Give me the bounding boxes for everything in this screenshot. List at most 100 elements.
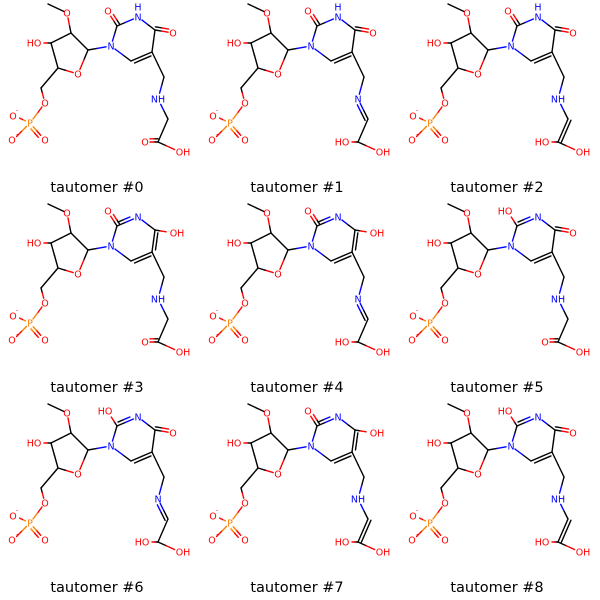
bond (464, 469, 474, 474)
tautomer-caption: tautomer #5 (450, 380, 543, 396)
bond (18, 317, 24, 321)
ring-oxygen: O (474, 69, 481, 80)
bond (311, 432, 316, 442)
bond (279, 258, 285, 271)
bond (496, 246, 507, 250)
bond (418, 117, 424, 121)
bond (154, 229, 162, 232)
bond (323, 416, 331, 421)
bond (110, 215, 115, 222)
bond (457, 67, 467, 71)
bond (41, 292, 45, 299)
bond (448, 267, 459, 279)
bond (114, 48, 124, 56)
bond (215, 130, 223, 138)
bond (151, 251, 159, 266)
bond (330, 455, 343, 462)
bond (57, 67, 67, 71)
bond (40, 277, 51, 289)
bond (130, 55, 143, 62)
bond (68, 424, 72, 434)
bond (554, 226, 563, 229)
ring-oxygen: O (74, 269, 81, 280)
ring-nitrogen: N (507, 41, 514, 52)
charge-label: - (416, 130, 419, 138)
tautomer-caption: tautomer #0 (50, 180, 143, 196)
ring-nitrogen: N (107, 241, 114, 252)
bond (432, 126, 438, 132)
bond (340, 51, 353, 58)
phosphate-ester-oxygen: O (241, 98, 248, 109)
bond (236, 530, 242, 536)
bond (433, 532, 439, 539)
bond (241, 92, 245, 99)
bond (154, 240, 158, 251)
phosphate-ester-oxygen: O (441, 498, 448, 509)
phosphate-oxygen: O (441, 135, 448, 146)
bond (496, 46, 507, 50)
carbonyl-oxygen: O (569, 428, 576, 439)
bond (330, 55, 343, 62)
bond (270, 432, 281, 443)
bond (250, 437, 262, 444)
imine-nitrogen: N (354, 94, 361, 105)
bond (117, 218, 125, 223)
bond (314, 25, 318, 35)
phosphate-ester-oxygen: O (41, 98, 48, 109)
charge-label: - (416, 306, 419, 314)
bond (436, 130, 442, 136)
phosphate-ester-oxygen: O (41, 498, 48, 509)
bond (316, 221, 326, 227)
bond (40, 77, 51, 89)
bond (324, 218, 335, 224)
bond (162, 318, 169, 332)
bond (157, 541, 167, 547)
amine-label: NH (351, 494, 365, 505)
bond (47, 203, 65, 213)
bond (356, 304, 362, 314)
bond (557, 63, 565, 78)
bond (460, 432, 472, 439)
bond (561, 476, 565, 486)
bond (554, 29, 563, 32)
bond (250, 37, 262, 44)
bond (360, 111, 366, 122)
hydroxyl-label: OH (170, 228, 185, 239)
bond (430, 528, 436, 534)
bond (354, 229, 362, 232)
bond (248, 267, 259, 279)
bond (15, 330, 23, 338)
bond (317, 218, 325, 223)
bond (361, 476, 365, 486)
bond (347, 224, 356, 231)
bond (155, 232, 159, 243)
bond (470, 32, 481, 43)
bond (357, 141, 367, 147)
ring-nitrogen: N (134, 12, 141, 23)
bond (524, 418, 535, 424)
bond (230, 128, 236, 134)
bond (36, 130, 42, 136)
hydroxyl-label: OH (576, 547, 591, 558)
bond (312, 413, 318, 421)
bond (114, 425, 118, 435)
phosphorus-atom: P (227, 518, 233, 529)
bond (111, 232, 116, 242)
bond (151, 440, 155, 453)
bond (36, 506, 43, 514)
hydroxyl-label: HO (498, 206, 513, 217)
bond (557, 463, 565, 478)
bond (561, 76, 565, 86)
bond (68, 224, 72, 234)
bond (220, 325, 228, 333)
bond (313, 20, 318, 27)
methoxy-oxygen: O (463, 408, 470, 419)
bond (32, 312, 39, 320)
bond (513, 20, 518, 27)
bond (158, 484, 163, 495)
bond (79, 458, 85, 471)
bond (542, 55, 552, 61)
ring-nitrogen: N (334, 212, 341, 223)
bond (557, 329, 564, 343)
